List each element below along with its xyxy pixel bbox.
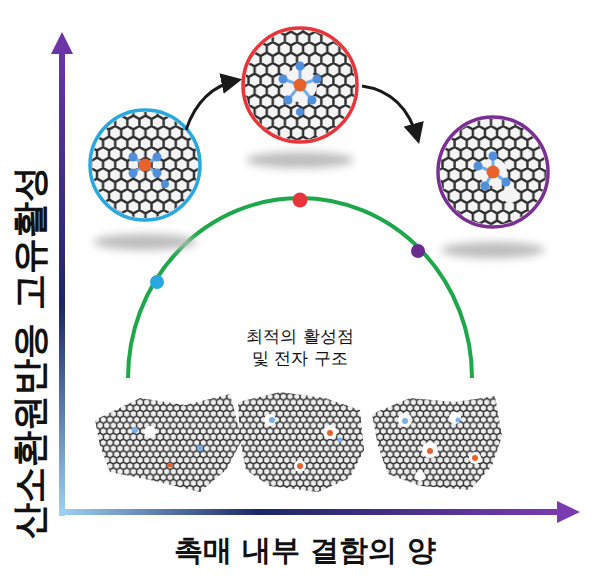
curve-point: [411, 244, 425, 258]
nitrogen-atom: [481, 182, 490, 191]
nitrogen-atom: [153, 169, 162, 178]
zoom-border: [90, 110, 200, 220]
label-holder: 산소환원반응 고유활성: [0, 329, 216, 376]
nitrogen-atom: [129, 169, 138, 178]
metal-atom: [297, 463, 303, 469]
active-site-zoom: [240, 26, 360, 144]
graphene-sheet: [238, 392, 364, 492]
lattice-vacancy: [144, 426, 156, 438]
lattice-vacancy: [323, 425, 337, 439]
dopant-atom: [197, 445, 203, 451]
zoom-border: [438, 117, 548, 227]
dopant-atom: [132, 427, 138, 433]
optimum-note: 최적의 활성점 및 전자 구조: [240, 325, 360, 369]
curve-point: [293, 193, 308, 208]
x-axis: [59, 509, 559, 515]
metal-atom: [487, 166, 500, 179]
catalyst-flake: [372, 396, 502, 490]
nitrogen-atom: [296, 108, 304, 116]
active-site-zoom: [88, 108, 202, 222]
y-axis-label: 산소환원반응 고유활성: [7, 166, 54, 539]
nitrogen-atom: [161, 180, 169, 188]
nitrogen-atom: [502, 178, 511, 187]
transition-arrow: [362, 86, 418, 140]
catalyst-flake: [95, 394, 242, 492]
y-axis-arrowhead: [51, 32, 73, 54]
x-axis-label: 촉매 내부 결함의 양: [174, 532, 436, 570]
nitrogen-atom: [489, 152, 498, 161]
metal-atom: [427, 448, 433, 454]
lattice-vacancy: [449, 412, 461, 424]
shadow: [441, 242, 545, 258]
zoom-border: [243, 28, 357, 142]
curve-point: [150, 275, 164, 289]
transition-arrow: [186, 80, 238, 130]
metal-atom: [139, 159, 152, 172]
nitrogen-atom: [308, 96, 317, 105]
lattice-vacancy: [502, 187, 518, 203]
lattice-vacancy: [398, 413, 412, 427]
nitrogen-atom: [313, 75, 322, 84]
dopant-atom: [402, 418, 408, 424]
nitrogen-atom: [284, 96, 293, 105]
lattice-vacancy: [469, 452, 481, 464]
activity-curve: [128, 198, 472, 378]
nitrogen-atom: [279, 75, 288, 84]
nitrogen-atom: [296, 62, 305, 71]
label-holder: 최적의 활성점 및 전자 구조: [240, 325, 360, 369]
metal-atom: [327, 430, 333, 436]
metal-atom: [168, 463, 173, 468]
shadow: [93, 234, 197, 250]
metal-atom: [294, 79, 307, 92]
graphene-lattice: [436, 115, 550, 229]
y-axis: [59, 50, 65, 516]
metal-atom: [472, 455, 478, 461]
graphene-lattice: [240, 26, 360, 144]
lattice-vacancy: [264, 414, 276, 426]
nitrogen-atom: [129, 153, 138, 162]
active-site-zoom: [436, 115, 550, 229]
lattice-vacancy: [422, 442, 438, 458]
graphene-sheet: [95, 394, 242, 492]
graphene-sheet: [372, 396, 502, 490]
bonds: [283, 66, 317, 100]
x-axis-arrowhead: [557, 501, 580, 523]
nitrogen-atom: [474, 162, 483, 171]
dopant-atom: [338, 438, 343, 443]
graphene-lattice: [88, 108, 202, 222]
shadow: [246, 152, 354, 168]
label-holder: 촉매 내부 결함의 양: [174, 532, 436, 570]
dopant-atom: [269, 417, 275, 423]
lattice-vacancy: [294, 460, 306, 472]
catalyst-flake: [238, 392, 364, 492]
dopant-atom: [456, 418, 461, 423]
lattice-vacancy: [415, 471, 425, 481]
nitrogen-atom: [153, 153, 162, 162]
